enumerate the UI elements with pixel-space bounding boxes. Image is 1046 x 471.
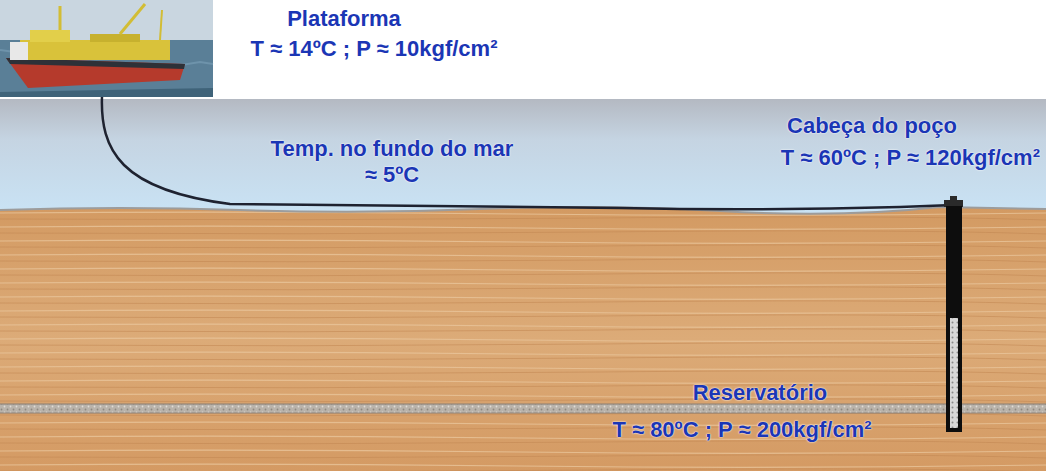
wellhead-conditions: T ≈ 60ºC ; P ≈ 120kgf/cm² [781,145,1040,171]
platform-conditions: T ≈ 14ºC ; P ≈ 10kgf/cm² [251,36,498,62]
platform-title: Plataforma [287,6,401,32]
reservoir-title: Reservatório [693,380,828,406]
seabed-temperature: Temp. no fundo do mar ≈ 5ºC [267,136,517,188]
reservoir-conditions: T ≈ 80ºC ; P ≈ 200kgf/cm² [612,417,871,443]
wellhead-title: Cabeça do poço [787,113,957,139]
